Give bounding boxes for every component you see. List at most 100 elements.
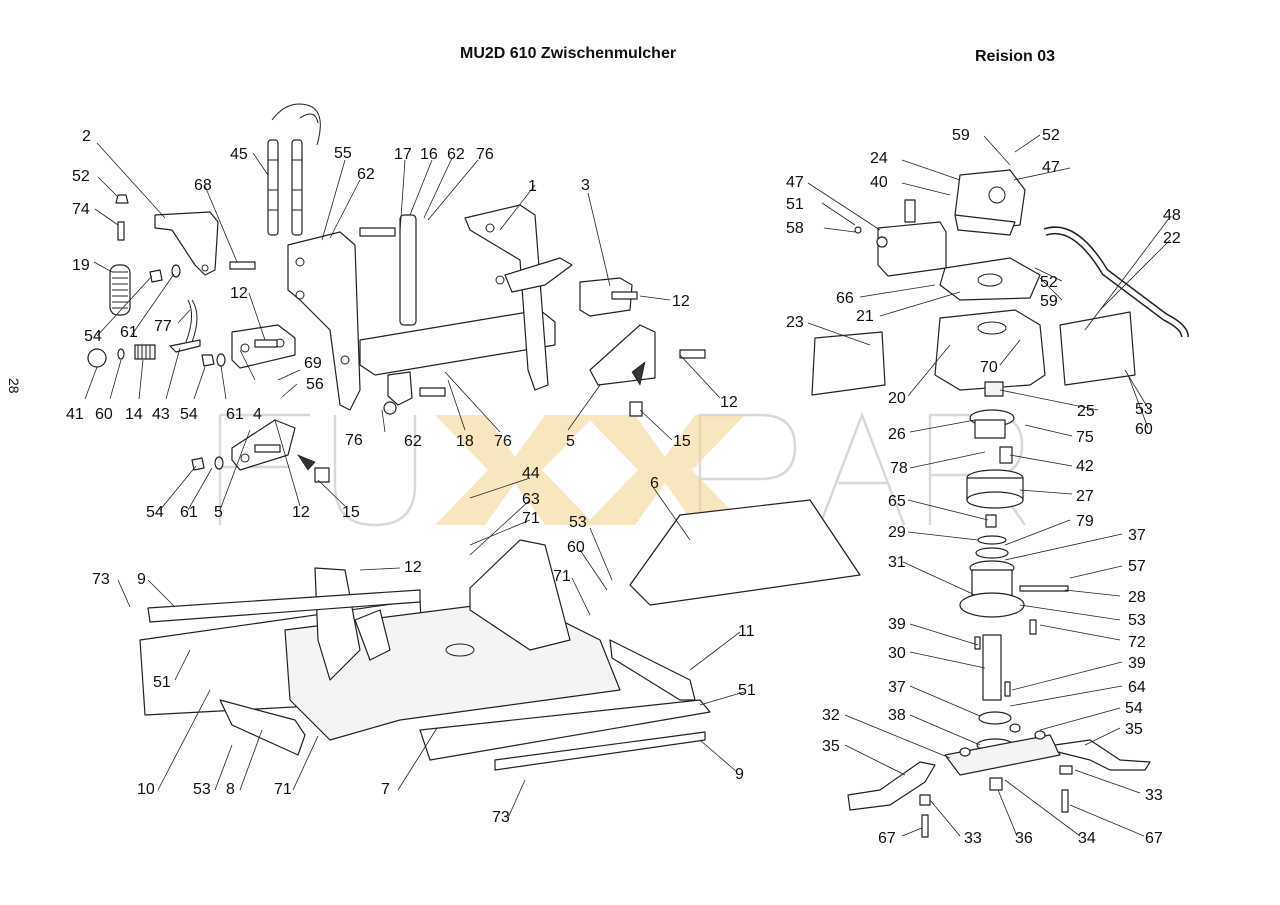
callout-number: 41 (66, 406, 84, 423)
callout-number: 7 (381, 781, 390, 798)
callout-number: 51 (738, 682, 756, 699)
part-side-bracket (589, 324, 706, 417)
part-guard-plate (629, 499, 861, 606)
callout-number: 54 (146, 504, 164, 521)
callout-number: 51 (786, 196, 804, 213)
part-motor-flange-plate (939, 257, 1041, 301)
part-bearing-housing (959, 560, 1069, 635)
callout-number: 59 (1040, 293, 1058, 310)
part-cover-plates (811, 311, 1136, 396)
callout-number: 15 (342, 504, 360, 521)
callout-number: 52 (1042, 127, 1060, 144)
callout-number: 67 (1145, 830, 1163, 847)
callout-number: 52 (72, 168, 90, 185)
callout-number: 70 (980, 359, 998, 376)
callout-number: 62 (404, 433, 422, 450)
part-valve-block (854, 199, 947, 277)
callout-number: 39 (1128, 655, 1146, 672)
callout-number: 37 (1128, 527, 1146, 544)
callout-number: 38 (888, 707, 906, 724)
callout-number: 69 (304, 355, 322, 372)
callout-number: 78 (890, 460, 908, 477)
callout-number: 35 (1125, 721, 1143, 738)
callout-number: 8 (226, 781, 235, 798)
callout-number: 55 (334, 145, 352, 162)
callout-number: 23 (786, 314, 804, 331)
callout-number: 76 (345, 432, 363, 449)
callout-number: 66 (836, 290, 854, 307)
callout-number: 67 (878, 830, 896, 847)
callout-number: 53 (569, 514, 587, 531)
callout-number: 75 (1076, 429, 1094, 446)
callout-number: 60 (1135, 421, 1153, 438)
part-mount-plate-upper (231, 324, 296, 369)
callout-number: 24 (870, 150, 888, 167)
callout-number: 17 (394, 146, 412, 163)
callout-number: 18 (456, 433, 474, 450)
callout-number: 33 (964, 830, 982, 847)
part-headstock-frame (287, 204, 573, 415)
callout-number: 36 (1015, 830, 1033, 847)
callout-number: 71 (274, 781, 292, 798)
callout-number: 11 (738, 623, 755, 640)
callout-number: 6 (650, 475, 659, 492)
callout-number: 43 (152, 406, 170, 423)
callout-number: 29 (888, 524, 906, 541)
callout-number: 47 (1042, 159, 1060, 176)
page-title: MU2D 610 Zwischenmulcher (460, 45, 677, 62)
callout-number: 10 (137, 781, 155, 798)
part-top-link-bracket (579, 277, 638, 317)
callout-number: 21 (856, 308, 874, 325)
callout-number: 30 (888, 645, 906, 662)
callout-number: 12 (292, 504, 310, 521)
callout-number: 76 (494, 433, 512, 450)
callout-number: 9 (137, 571, 146, 588)
part-mulcher-blades (847, 739, 1151, 811)
callout-number: 57 (1128, 558, 1146, 575)
part-hydraulic-pipe (1043, 226, 1189, 338)
callout-number: 61 (180, 504, 198, 521)
callout-number: 62 (357, 166, 375, 183)
callout-number: 72 (1128, 634, 1146, 651)
callout-number: 53 (193, 781, 211, 798)
part-spring-bracket (154, 211, 219, 276)
callout-number: 25 (1077, 403, 1095, 420)
callout-number: 60 (567, 539, 585, 556)
revision-label: Reision 03 (975, 48, 1056, 65)
callout-number: 16 (420, 146, 438, 163)
part-tension-spring (109, 264, 131, 316)
callout-number: 3 (581, 177, 590, 194)
callout-number: 62 (447, 146, 465, 163)
callout-number: 33 (1145, 787, 1163, 804)
callout-number: 48 (1163, 207, 1181, 224)
callout-number: 65 (888, 493, 906, 510)
callout-number: 71 (522, 510, 540, 527)
callout-number: 40 (870, 174, 888, 191)
callout-number: 54 (180, 406, 198, 423)
callout-number: 60 (95, 406, 113, 423)
callout-number: 51 (153, 674, 171, 691)
callout-number: 12 (720, 394, 738, 411)
leader-lines (84, 134, 1171, 837)
part-blade-carrier (944, 723, 1061, 776)
callout-number: 47 (786, 174, 804, 191)
part-mount-plate-lower (191, 419, 330, 483)
callout-number: 76 (476, 146, 494, 163)
callout-number: 54 (84, 328, 102, 345)
part-hydraulic-motor (954, 169, 1026, 236)
callout-number: 2 (82, 128, 91, 145)
callout-number: 28 (1128, 589, 1146, 606)
callout-number: 71 (553, 568, 571, 585)
callout-number: 53 (1135, 401, 1153, 418)
part-motor-console (934, 309, 1046, 391)
callout-number: 12 (230, 285, 248, 302)
callout-number: 58 (786, 220, 804, 237)
callout-number: 52 (1040, 274, 1058, 291)
callout-number: 39 (888, 616, 906, 633)
callout-number: 61 (226, 406, 244, 423)
callout-number: 4 (253, 406, 262, 423)
callout-number: 31 (888, 554, 906, 571)
part-coupling-stack (966, 381, 1024, 559)
callout-number: 73 (492, 809, 510, 826)
